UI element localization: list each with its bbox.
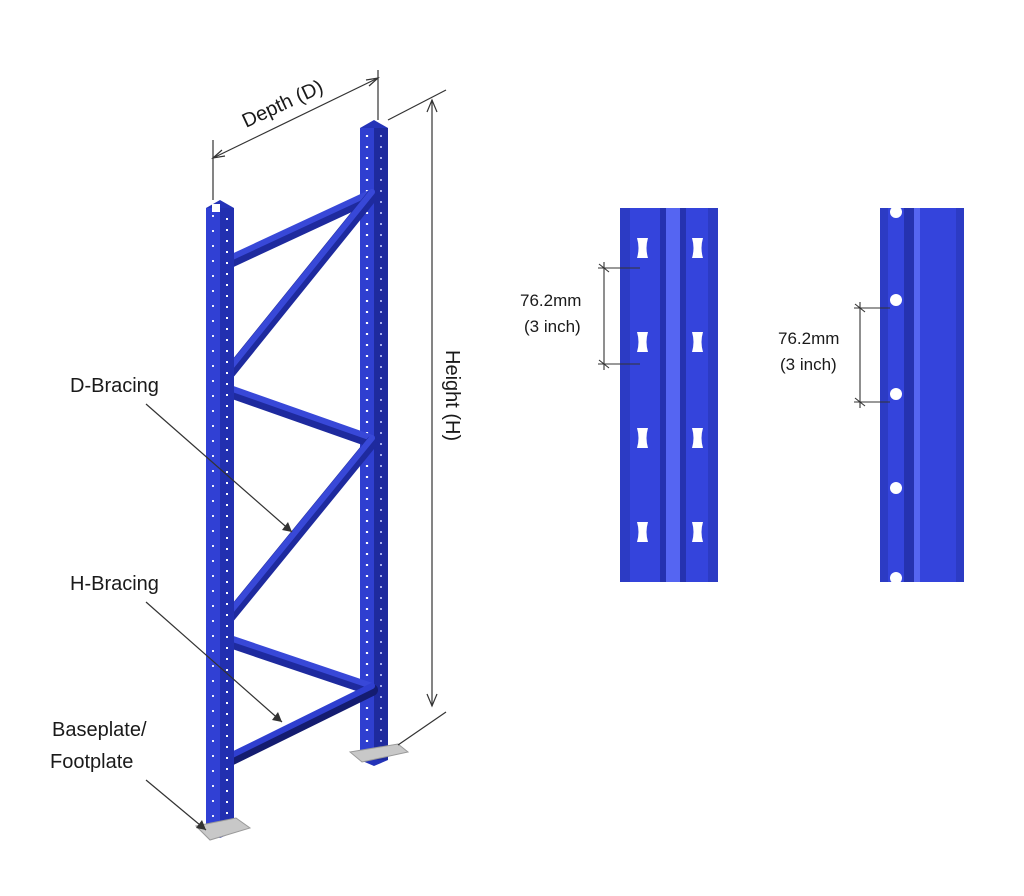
- h-bracing-leader: [145, 601, 283, 723]
- baseplate-label-line1: Baseplate/: [52, 719, 147, 741]
- upright-side-detail: [880, 206, 964, 584]
- side-detail-pitch-dimension: [854, 302, 890, 408]
- h-bracing-label: H-Bracing: [70, 573, 159, 595]
- front-pitch-mm: 76.2mm: [520, 291, 581, 310]
- rack-frame: [194, 120, 410, 841]
- left-upright: [206, 200, 234, 838]
- h-brace-top: [224, 190, 378, 268]
- front-pitch-inch: (3 inch): [524, 317, 581, 336]
- d-bracing-arrowhead: [282, 522, 292, 532]
- right-baseplate: [348, 743, 410, 763]
- depth-dimension: [211, 70, 380, 200]
- height-dimension: [387, 89, 447, 746]
- baseplate-label-line2: Footplate: [50, 751, 133, 773]
- h-brace-middle: [224, 386, 378, 448]
- height-label: Height (H): [441, 350, 463, 441]
- left-baseplate: [194, 817, 252, 841]
- teardrop-slots: [637, 238, 703, 542]
- side-pitch-mm: 76.2mm: [778, 329, 839, 348]
- side-pitch-inch: (3 inch): [780, 355, 837, 374]
- h-brace-lower: [224, 636, 378, 696]
- upright-front-detail: [620, 208, 718, 582]
- baseplate-leader: [145, 779, 207, 831]
- d-bracing-label: D-Bracing: [70, 375, 159, 397]
- baseplate-arrowhead: [196, 820, 206, 830]
- d-bracing-leader: [145, 403, 293, 533]
- h-bracing-arrowhead: [272, 712, 282, 722]
- front-detail-pitch-dimension: [598, 262, 640, 370]
- bracing: [224, 189, 378, 766]
- h-brace-bottom: [224, 684, 378, 766]
- round-holes: [890, 206, 902, 584]
